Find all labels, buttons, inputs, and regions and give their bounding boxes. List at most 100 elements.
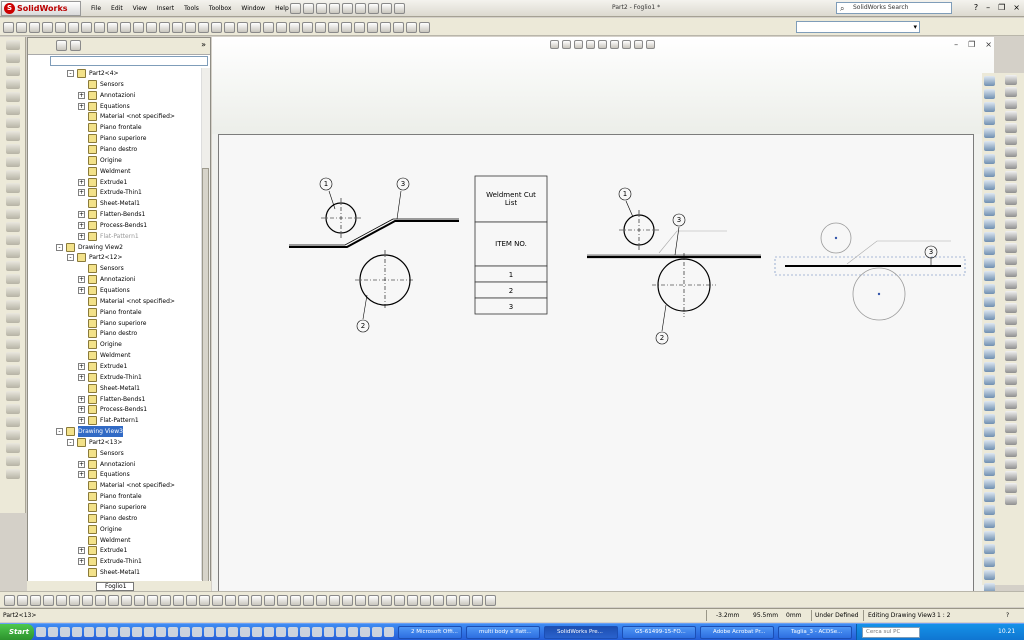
expand-toggle-icon[interactable]: + xyxy=(78,460,85,468)
tree-item[interactable]: Piano frontale xyxy=(78,307,142,318)
chamfer-dimension-icon[interactable] xyxy=(225,594,236,606)
task-pane-icon[interactable] xyxy=(1005,255,1017,265)
task-solidworks[interactable]: SolidWorks Pre... xyxy=(544,626,618,639)
hide-show-icon[interactable] xyxy=(622,40,631,49)
balloon-icon[interactable] xyxy=(251,594,262,606)
quick-launch-icon[interactable] xyxy=(216,627,226,637)
expand-toggle-icon[interactable]: + xyxy=(78,373,85,381)
left-tool-icon[interactable] xyxy=(6,235,20,245)
run-macro-icon[interactable] xyxy=(328,21,339,33)
new-sheet-icon[interactable] xyxy=(4,594,15,606)
task-pane-icon[interactable] xyxy=(1005,159,1017,169)
left-tool-icon[interactable] xyxy=(6,105,20,115)
baseline-dimension-icon[interactable] xyxy=(199,594,210,606)
quick-launch-icon[interactable] xyxy=(360,627,370,637)
center-mark-icon[interactable] xyxy=(355,594,366,606)
task-pane-icon[interactable] xyxy=(1005,291,1017,301)
tree-item[interactable]: +Extrude-Thin1 xyxy=(78,556,142,567)
rotate-icon[interactable] xyxy=(485,594,496,606)
aligned-section-icon[interactable] xyxy=(82,594,93,606)
task-pane-icon[interactable] xyxy=(1005,375,1017,385)
standard-3-view-icon[interactable] xyxy=(17,594,28,606)
block-icon[interactable] xyxy=(394,594,405,606)
help-icon[interactable]: ? xyxy=(973,3,979,12)
task-pane-icon[interactable] xyxy=(1005,171,1017,181)
record-macro-icon[interactable] xyxy=(354,21,365,33)
restore-button[interactable]: ❐ xyxy=(998,3,1006,12)
doc-minimize-button[interactable]: – xyxy=(954,40,959,49)
sketch-tool-icon[interactable] xyxy=(984,375,995,385)
sketch-tool-icon[interactable] xyxy=(984,154,995,164)
tree-item[interactable]: -Part2<13> xyxy=(67,437,122,448)
task-pane-icon[interactable] xyxy=(1005,279,1017,289)
doc-close-button[interactable]: × xyxy=(985,40,992,49)
smart-dimension-icon[interactable] xyxy=(186,594,197,606)
sketch-tool-icon[interactable] xyxy=(984,583,995,593)
tree-item[interactable]: Piano destro xyxy=(78,513,137,524)
task-pane-icon[interactable] xyxy=(1005,447,1017,457)
sketch-tool-icon[interactable] xyxy=(984,557,995,567)
tree-item[interactable]: Origine xyxy=(78,155,122,166)
quick-launch-icon[interactable] xyxy=(288,627,298,637)
status-scale[interactable]: 1 : 2 xyxy=(937,612,951,619)
save-icon[interactable] xyxy=(329,3,340,14)
task-pane-icon[interactable] xyxy=(1005,351,1017,361)
tree-item[interactable]: Sensors xyxy=(78,448,124,459)
hole-callout-icon[interactable] xyxy=(303,594,314,606)
auto-balloon-icon[interactable] xyxy=(68,21,79,33)
task-pane-icon[interactable] xyxy=(1005,243,1017,253)
collapse-toggle-icon[interactable]: - xyxy=(56,243,63,251)
task-pane-icon[interactable] xyxy=(1005,411,1017,421)
start-button[interactable]: Start xyxy=(0,624,34,640)
weld-bead-icon[interactable] xyxy=(290,594,301,606)
expand-toggle-icon[interactable]: + xyxy=(78,91,85,99)
surface-finish-icon[interactable] xyxy=(277,594,288,606)
sketch-tool-icon[interactable] xyxy=(984,336,995,346)
centerline-icon[interactable] xyxy=(146,21,157,33)
sketch-tool-icon[interactable] xyxy=(984,284,995,294)
tree-item[interactable]: Sheet-Metal1 xyxy=(78,198,140,209)
auxiliary-view-icon[interactable] xyxy=(56,594,67,606)
task-pane-icon[interactable] xyxy=(1005,207,1017,217)
task-pane-icon[interactable] xyxy=(1005,483,1017,493)
task-pane-icon[interactable] xyxy=(1005,435,1017,445)
color-display-icon[interactable] xyxy=(315,21,326,33)
quick-launch-icon[interactable] xyxy=(252,627,262,637)
projected-view-icon[interactable] xyxy=(43,594,54,606)
task-pane-icon[interactable] xyxy=(1005,99,1017,109)
line-thickness-icon[interactable] xyxy=(276,21,287,33)
sketch-tool-icon[interactable] xyxy=(984,518,995,528)
quick-launch-icon[interactable] xyxy=(108,627,118,637)
collapse-toggle-icon[interactable]: - xyxy=(67,70,74,77)
task-pane-icon[interactable] xyxy=(1005,423,1017,433)
left-tool-icon[interactable] xyxy=(6,404,20,414)
graphics-area[interactable]: – ❐ × 1 3 2 xyxy=(212,37,994,594)
datum-icon[interactable] xyxy=(107,21,118,33)
new-document-icon[interactable] xyxy=(303,3,314,14)
task-pane-icon[interactable] xyxy=(1005,315,1017,325)
sketch-tool-icon[interactable] xyxy=(984,193,995,203)
drawing-view-3[interactable] xyxy=(774,222,966,321)
close-button[interactable]: × xyxy=(1013,3,1020,12)
collapse-toggle-icon[interactable]: - xyxy=(67,254,74,262)
left-tool-icon[interactable] xyxy=(6,443,20,453)
expand-toggle-icon[interactable]: + xyxy=(78,471,85,479)
task-pane-icon[interactable] xyxy=(1005,195,1017,205)
tree-item[interactable]: Origine xyxy=(78,524,122,535)
left-tool-icon[interactable] xyxy=(6,391,20,401)
left-tool-icon[interactable] xyxy=(6,287,20,297)
quick-launch-icon[interactable] xyxy=(156,627,166,637)
quick-launch-icon[interactable] xyxy=(72,627,82,637)
task-pane-icon[interactable] xyxy=(1005,231,1017,241)
expand-toggle-icon[interactable]: + xyxy=(78,406,85,414)
sketch-tool-icon[interactable] xyxy=(984,466,995,476)
tree-item[interactable]: Weldment xyxy=(78,535,130,546)
expand-toggle-icon[interactable]: + xyxy=(78,276,85,284)
sketch-tool-icon[interactable] xyxy=(984,297,995,307)
left-tool-icon[interactable] xyxy=(6,274,20,284)
sketch-tool-icon[interactable] xyxy=(984,76,995,86)
tree-item[interactable]: +Equations xyxy=(78,469,130,480)
left-tool-icon[interactable] xyxy=(6,417,20,427)
left-tool-icon[interactable] xyxy=(6,131,20,141)
tree-item[interactable]: +Flatten-Bends1 xyxy=(78,394,145,405)
